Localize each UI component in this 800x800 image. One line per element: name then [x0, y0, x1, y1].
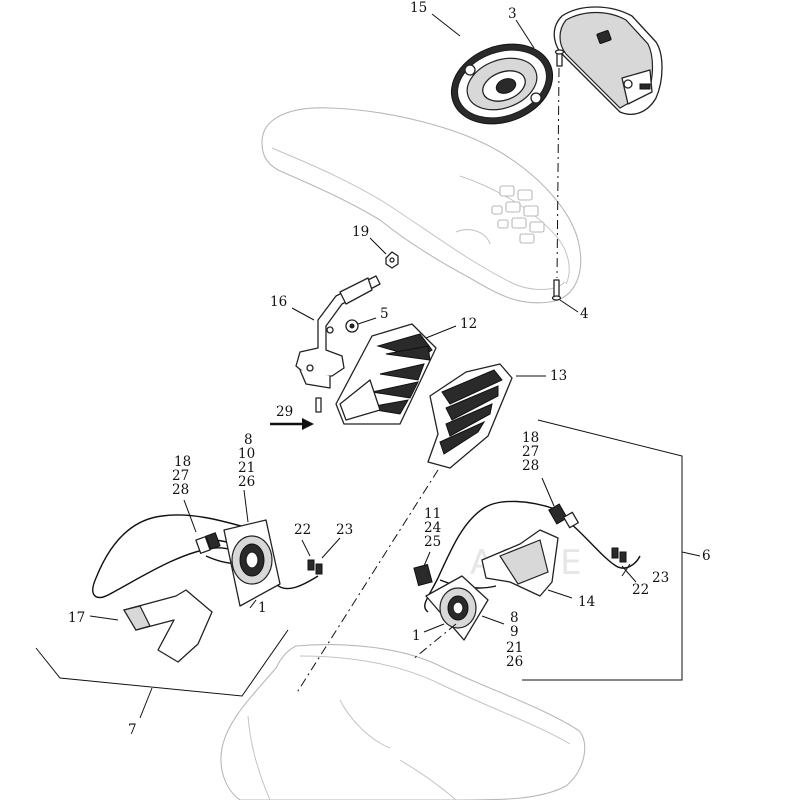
saddlebag-body — [220, 644, 586, 800]
callout-7: 7 — [128, 722, 137, 738]
callout-8-right: 8 — [510, 610, 519, 626]
right-terminal-22-23 — [611, 547, 627, 563]
callout-3: 3 — [508, 6, 517, 22]
screw-29 — [315, 397, 322, 413]
nut-19 — [385, 251, 399, 269]
callout-27-left: 27 — [172, 468, 189, 484]
callout-25: 25 — [424, 534, 441, 550]
callout-22-right: 22 — [632, 582, 649, 598]
callout-29: 29 — [276, 404, 293, 420]
callout-21-left: 21 — [238, 460, 255, 476]
speaker — [450, 43, 554, 125]
callout-26-left: 26 — [238, 474, 255, 490]
callout-1-right: 1 — [412, 628, 421, 644]
fastener-5 — [345, 319, 359, 333]
screw-4 — [551, 279, 562, 301]
left-bracket-17 — [123, 589, 213, 663]
right-connector-11 — [413, 563, 433, 587]
callout-1-left: 1 — [258, 600, 267, 616]
callout-5: 5 — [380, 306, 389, 322]
right-connector — [548, 503, 579, 529]
callout-24: 24 — [424, 520, 441, 536]
callout-15: 15 — [410, 0, 427, 16]
callout-9: 9 — [510, 624, 519, 640]
screw-3 — [554, 49, 565, 67]
callout-23-left: 23 — [336, 522, 353, 538]
dash-screw-3-to-4 — [556, 67, 560, 279]
callout-28-left: 28 — [172, 482, 189, 498]
saddlebag-lid — [261, 107, 582, 304]
lid-vent-pattern — [491, 185, 545, 244]
left-terminal-22-23 — [307, 559, 323, 575]
callout-14: 14 — [578, 594, 595, 610]
leader-lines — [89, 13, 637, 633]
leader-7 — [139, 687, 153, 719]
callout-10: 10 — [238, 446, 255, 462]
callout-11: 11 — [424, 506, 441, 522]
callout-labels: 15 3 4 19 16 5 12 13 29 8 10 21 26 18 27… — [68, 0, 711, 738]
right-speaker-plate — [425, 575, 489, 641]
callout-17: 17 — [68, 610, 85, 626]
mounting-bracket — [295, 275, 381, 389]
callout-19: 19 — [352, 224, 369, 240]
amplifier-heatsink-cover — [427, 363, 513, 469]
group-bracket-7 — [35, 629, 289, 697]
callout-18-right: 18 — [522, 430, 539, 446]
callout-6: 6 — [702, 548, 711, 564]
callout-28-right: 28 — [522, 458, 539, 474]
callout-13: 13 — [550, 368, 567, 384]
callout-16: 16 — [270, 294, 287, 310]
group-bracket-6 — [522, 419, 683, 681]
callout-27-right: 27 — [522, 444, 539, 460]
left-connector — [195, 532, 221, 554]
callout-23-right: 23 — [652, 570, 669, 586]
speaker-grille-cover — [553, 6, 663, 115]
amplifier — [335, 323, 437, 425]
leader-6 — [681, 551, 701, 557]
arrow-29 — [270, 418, 314, 430]
left-speaker-plate — [223, 519, 281, 607]
right-bracket-14 — [481, 529, 559, 597]
callout-21-right: 21 — [506, 640, 523, 656]
callout-8-left: 8 — [244, 432, 253, 448]
callout-22-left: 22 — [294, 522, 311, 538]
left-harness-wiring — [92, 514, 319, 599]
callout-4: 4 — [580, 306, 589, 322]
callout-12: 12 — [460, 316, 477, 332]
callout-26-right: 26 — [506, 654, 523, 670]
callout-18-left: 18 — [174, 454, 191, 470]
dash-heatsink-to-bag — [295, 469, 439, 695]
